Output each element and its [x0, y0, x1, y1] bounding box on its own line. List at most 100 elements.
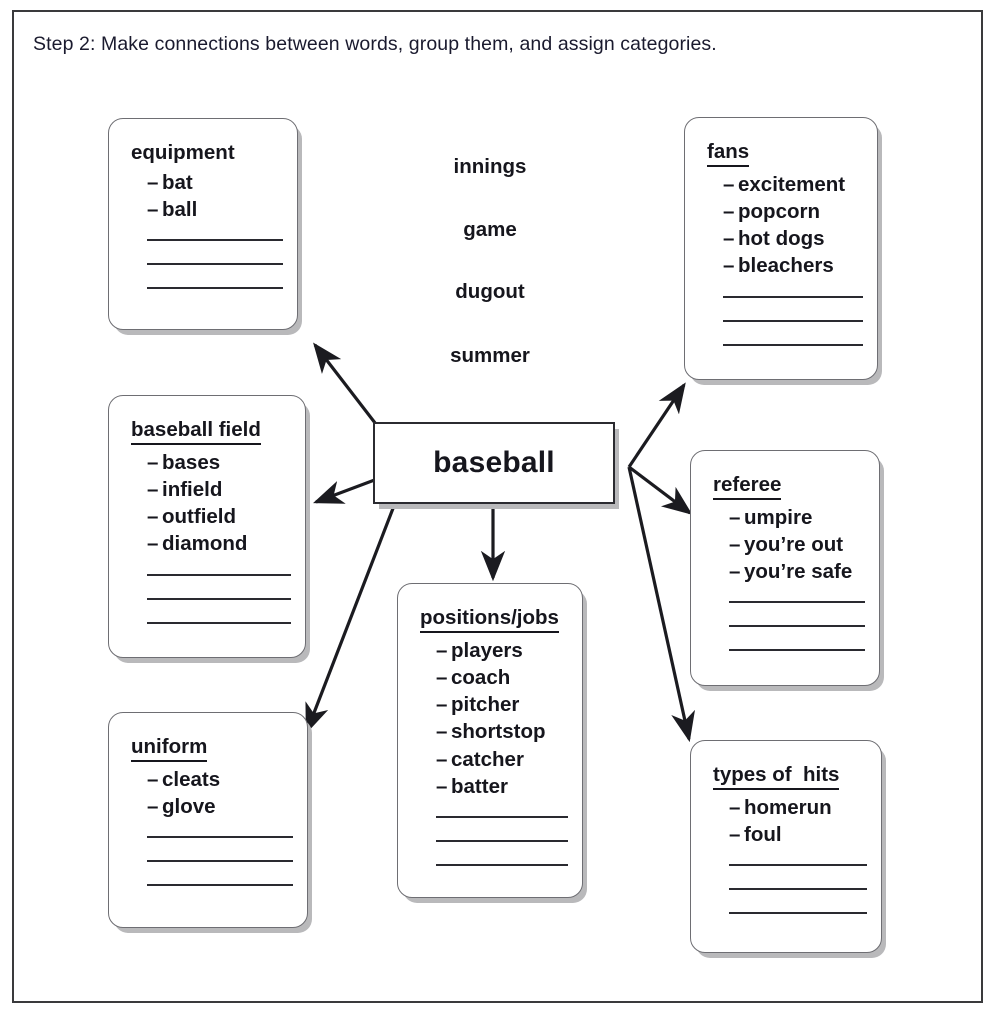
list-item: –you’re out [713, 531, 865, 558]
bullet-dash-icon: – [436, 774, 448, 798]
blank-line[interactable] [723, 295, 863, 298]
card-item-list: –bat–ball [131, 169, 283, 224]
bullet-dash-icon: – [729, 505, 741, 529]
blank-line[interactable] [729, 649, 865, 652]
list-item: –popcorn [707, 198, 863, 225]
card-positions-jobs[interactable]: positions/jobs –players–coach–pitcher–sho… [397, 583, 583, 898]
list-item: –players [420, 637, 568, 664]
blank-line[interactable] [147, 263, 283, 266]
blank-write-in-lines[interactable] [707, 295, 863, 346]
list-item: –glove [131, 793, 293, 820]
list-item: –homerun [713, 794, 867, 821]
blank-line[interactable] [436, 864, 568, 867]
center-node-baseball[interactable]: baseball [373, 422, 615, 504]
blank-write-in-lines[interactable] [713, 601, 865, 652]
blank-line[interactable] [729, 625, 865, 628]
bullet-dash-icon: – [436, 720, 448, 744]
blank-line[interactable] [147, 239, 283, 242]
blank-line[interactable] [147, 287, 283, 290]
card-uniform[interactable]: uniform –cleats–glove [108, 712, 308, 928]
list-item: –umpire [713, 504, 865, 531]
bullet-dash-icon: – [147, 197, 159, 221]
card-body: referee –umpire–you’re out–you’re safe [691, 451, 879, 663]
list-item: –ball [131, 196, 283, 223]
blank-write-in-lines[interactable] [131, 573, 291, 624]
bullet-dash-icon: – [729, 822, 741, 846]
card-title-types-of-hits: types of hits [713, 763, 840, 790]
blank-line[interactable] [729, 601, 865, 604]
blank-line[interactable] [729, 912, 867, 915]
bullet-dash-icon: – [147, 170, 159, 194]
card-types-of-hits[interactable]: types of hits –homerun–foul [690, 740, 882, 953]
card-equipment[interactable]: equipment–bat–ball [108, 118, 298, 330]
list-item: –bases [131, 449, 291, 476]
list-item: –batter [420, 773, 568, 800]
bullet-dash-icon: – [729, 560, 741, 584]
list-item: –cleats [131, 766, 293, 793]
card-referee[interactable]: referee –umpire–you’re out–you’re safe [690, 450, 880, 686]
step-instruction-heading: Step 2: Make connections between words, … [33, 33, 717, 55]
blank-line[interactable] [723, 319, 863, 322]
blank-line[interactable] [723, 343, 863, 346]
blank-line[interactable] [729, 864, 867, 867]
loose-word-game: game [463, 218, 517, 241]
bullet-dash-icon: – [436, 693, 448, 717]
blank-line[interactable] [147, 860, 293, 863]
card-title-referee: referee [713, 473, 782, 500]
card-body: uniform –cleats–glove [109, 713, 307, 898]
list-item: –pitcher [420, 691, 568, 718]
blank-line[interactable] [436, 840, 568, 843]
bullet-dash-icon: – [147, 794, 159, 818]
card-item-list: –umpire–you’re out–you’re safe [713, 504, 865, 586]
blank-line[interactable] [147, 621, 291, 624]
bullet-dash-icon: – [723, 172, 735, 196]
bullet-dash-icon: – [436, 747, 448, 771]
card-body: fans –excitement–popcorn–hot dogs–bleache… [685, 118, 877, 358]
bullet-dash-icon: – [147, 532, 159, 556]
card-item-list: –players–coach–pitcher–shortstop–catcher… [420, 637, 568, 801]
bullet-dash-icon: – [723, 254, 735, 278]
list-item: –catcher [420, 746, 568, 773]
list-item: –shortstop [420, 718, 568, 745]
bullet-dash-icon: – [436, 665, 448, 689]
blank-line[interactable] [147, 597, 291, 600]
card-item-list: –cleats–glove [131, 766, 293, 821]
bullet-dash-icon: – [147, 505, 159, 529]
card-title-uniform: uniform [131, 735, 208, 762]
bullet-dash-icon: – [729, 795, 741, 819]
list-item: –coach [420, 664, 568, 691]
list-item: –outfield [131, 503, 291, 530]
loose-word-summer: summer [450, 344, 530, 367]
blank-write-in-lines[interactable] [420, 816, 568, 867]
loose-word-innings: innings [453, 155, 527, 178]
list-item: –you’re safe [713, 558, 865, 585]
bullet-dash-icon: – [729, 532, 741, 556]
blank-write-in-lines[interactable] [713, 864, 867, 915]
bullet-dash-icon: – [147, 450, 159, 474]
card-item-list: –excitement–popcorn–hot dogs–bleachers [707, 171, 863, 280]
card-body: types of hits –homerun–foul [691, 741, 881, 926]
blank-write-in-lines[interactable] [131, 239, 283, 290]
card-baseball-field[interactable]: baseball field–bases–infield–outfield–di… [108, 395, 306, 658]
loose-word-dugout: dugout [455, 280, 525, 303]
card-body: positions/jobs –players–coach–pitcher–sho… [398, 584, 582, 878]
bullet-dash-icon: – [147, 767, 159, 791]
list-item: –diamond [131, 530, 291, 557]
card-title-baseball-field: baseball field [131, 418, 261, 445]
blank-line[interactable] [436, 816, 568, 819]
list-item: –bat [131, 169, 283, 196]
list-item: –hot dogs [707, 225, 863, 252]
blank-line[interactable] [147, 573, 291, 576]
blank-line[interactable] [147, 836, 293, 839]
bullet-dash-icon: – [436, 638, 448, 662]
card-title-fans: fans [707, 140, 750, 167]
bullet-dash-icon: – [723, 227, 735, 251]
list-item: –foul [713, 821, 867, 848]
blank-line[interactable] [147, 884, 293, 887]
blank-line[interactable] [729, 888, 867, 891]
card-title-positions-jobs: positions/jobs [420, 606, 559, 633]
card-fans[interactable]: fans –excitement–popcorn–hot dogs–bleache… [684, 117, 878, 380]
card-body: baseball field–bases–infield–outfield–di… [109, 396, 305, 636]
blank-write-in-lines[interactable] [131, 836, 293, 887]
list-item: –excitement [707, 171, 863, 198]
